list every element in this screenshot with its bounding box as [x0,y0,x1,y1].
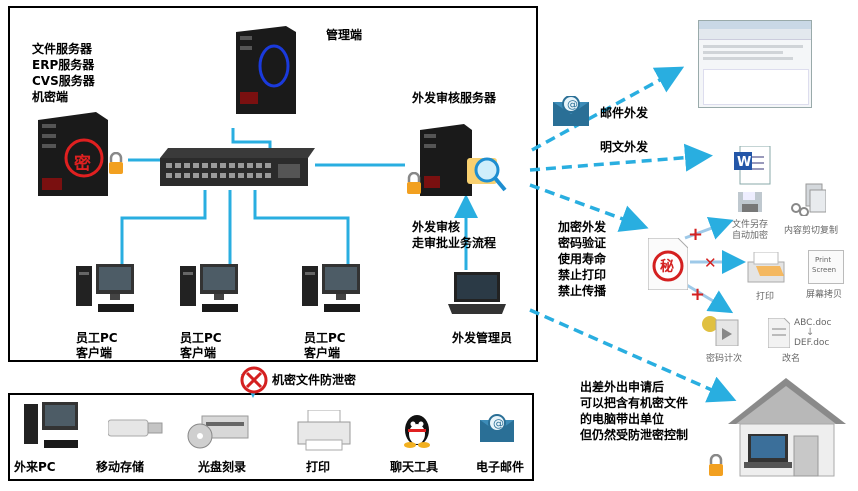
secret-document-icon: 秘 [647,237,689,291]
secret-doc-badge: 秘 [660,259,674,275]
employee-pc-icon[interactable] [76,264,136,320]
print-key-label-2: Screen [812,266,837,274]
audit-magnifier-icon [465,150,507,196]
travel-note-2: 可以把含有机密文件 [580,396,689,410]
device-label-cd: 光盘刻录 [198,460,247,474]
clipboard-label: 内容剪切复制 [784,226,839,236]
travel-note-4: 但仍然受防泄密控制 [580,428,689,442]
screenshot-label: 屏幕拷贝 [806,290,843,300]
print-screen-key-icon: Print Screen [808,250,844,284]
management-label: 管理端 [326,28,363,42]
laptop-icon[interactable] [448,272,506,320]
audit-flow-label-1: 外发审核 [412,220,461,234]
print-key-label-1: Print [815,256,832,264]
employee-pc-icon[interactable] [180,264,240,320]
rename-label: 改名 [782,354,801,364]
svg-text:@: @ [493,417,504,430]
device-label-usb: 移动存储 [96,460,145,474]
password-count-icon [700,314,744,350]
management-server-icon[interactable] [236,26,296,114]
client-2-label-2: 客户端 [180,346,217,360]
server-cluster-label-4: 机密端 [32,90,69,104]
audit-flow-label-2: 走审批业务流程 [412,236,497,250]
svg-text:W: W [737,155,751,170]
encrypted-label-4: 禁止打印 [558,268,607,282]
svg-text:@: @ [567,98,578,111]
network-switch-icon[interactable] [160,148,315,186]
clipboard-cut-icon [790,182,827,220]
email-icon: @ [480,414,516,448]
server-cluster-label-1: 文件服务器 [32,42,93,56]
server-cluster-label-3: CVS服务器 [32,74,95,88]
printer-icon [296,409,352,456]
device-label-chat: 聊天工具 [390,460,439,474]
client-2-label-1: 员工PC [180,331,222,345]
allow-plus-icon: + [688,224,704,245]
client-1-label-2: 客户端 [76,346,113,360]
block-cross-icon: ✕ [704,254,717,272]
email-window-thumbnail[interactable] [698,20,812,108]
device-label-printer: 打印 [306,460,331,474]
secret-badge: 密 [74,154,91,174]
prohibit-icon [240,366,268,398]
audit-server-label: 外发审核服务器 [412,91,497,105]
device-label-pc: 外来PC [14,460,56,474]
encrypted-label-1: 加密外发 [558,220,607,234]
device-label-email: 电子邮件 [476,460,525,474]
usb-drive-icon [107,416,164,444]
password-count-label: 密码计次 [706,354,743,364]
client-1-label-1: 员工PC [76,331,118,345]
email-envelope-icon: @ [553,95,591,130]
rename-file-2: DEF.doc [794,338,830,348]
rename-file-1: ABC.doc [794,318,832,328]
rename-document-icon [767,317,791,352]
prevention-label: 机密文件防泄密 [272,373,357,387]
server-cluster-label-2: ERP服务器 [32,58,95,72]
email-outbound-label: 邮件外发 [600,106,649,120]
travel-note-1: 出差外出申请后 [580,380,665,394]
secret-server-icon[interactable]: 密 [38,112,108,196]
encrypted-label-5: 禁止传播 [558,284,607,298]
save-as-icon [736,188,766,220]
device-panel [8,393,534,481]
travel-note-3: 的电脑带出单位 [580,412,665,426]
house-icon [728,378,846,484]
save-as-label-1: 文件另存 [732,220,769,230]
audit-server-icon[interactable] [420,124,472,196]
encrypted-label-3: 使用寿命 [558,252,607,266]
encrypted-label-2: 密码验证 [558,236,607,250]
word-document-icon: W [734,145,774,190]
lock-icon [406,171,422,200]
client-3-label-1: 员工PC [304,331,346,345]
plaintext-outbound-label: 明文外发 [600,140,649,154]
client-3-label-2: 客户端 [304,346,341,360]
print-label: 打印 [756,292,775,302]
allow-plus-icon: + [690,284,706,305]
admin-label: 外发管理员 [452,331,513,345]
employee-pc-icon[interactable] [302,264,362,320]
save-as-label-2: 自动加密 [732,231,769,241]
lock-icon [108,151,124,180]
print-icon [744,251,788,292]
qq-icon [402,412,432,452]
lock-icon [708,453,724,482]
rename-arrow-icon: ↓ [806,327,815,338]
cd-burner-icon [186,410,250,454]
pc-icon [24,402,80,454]
